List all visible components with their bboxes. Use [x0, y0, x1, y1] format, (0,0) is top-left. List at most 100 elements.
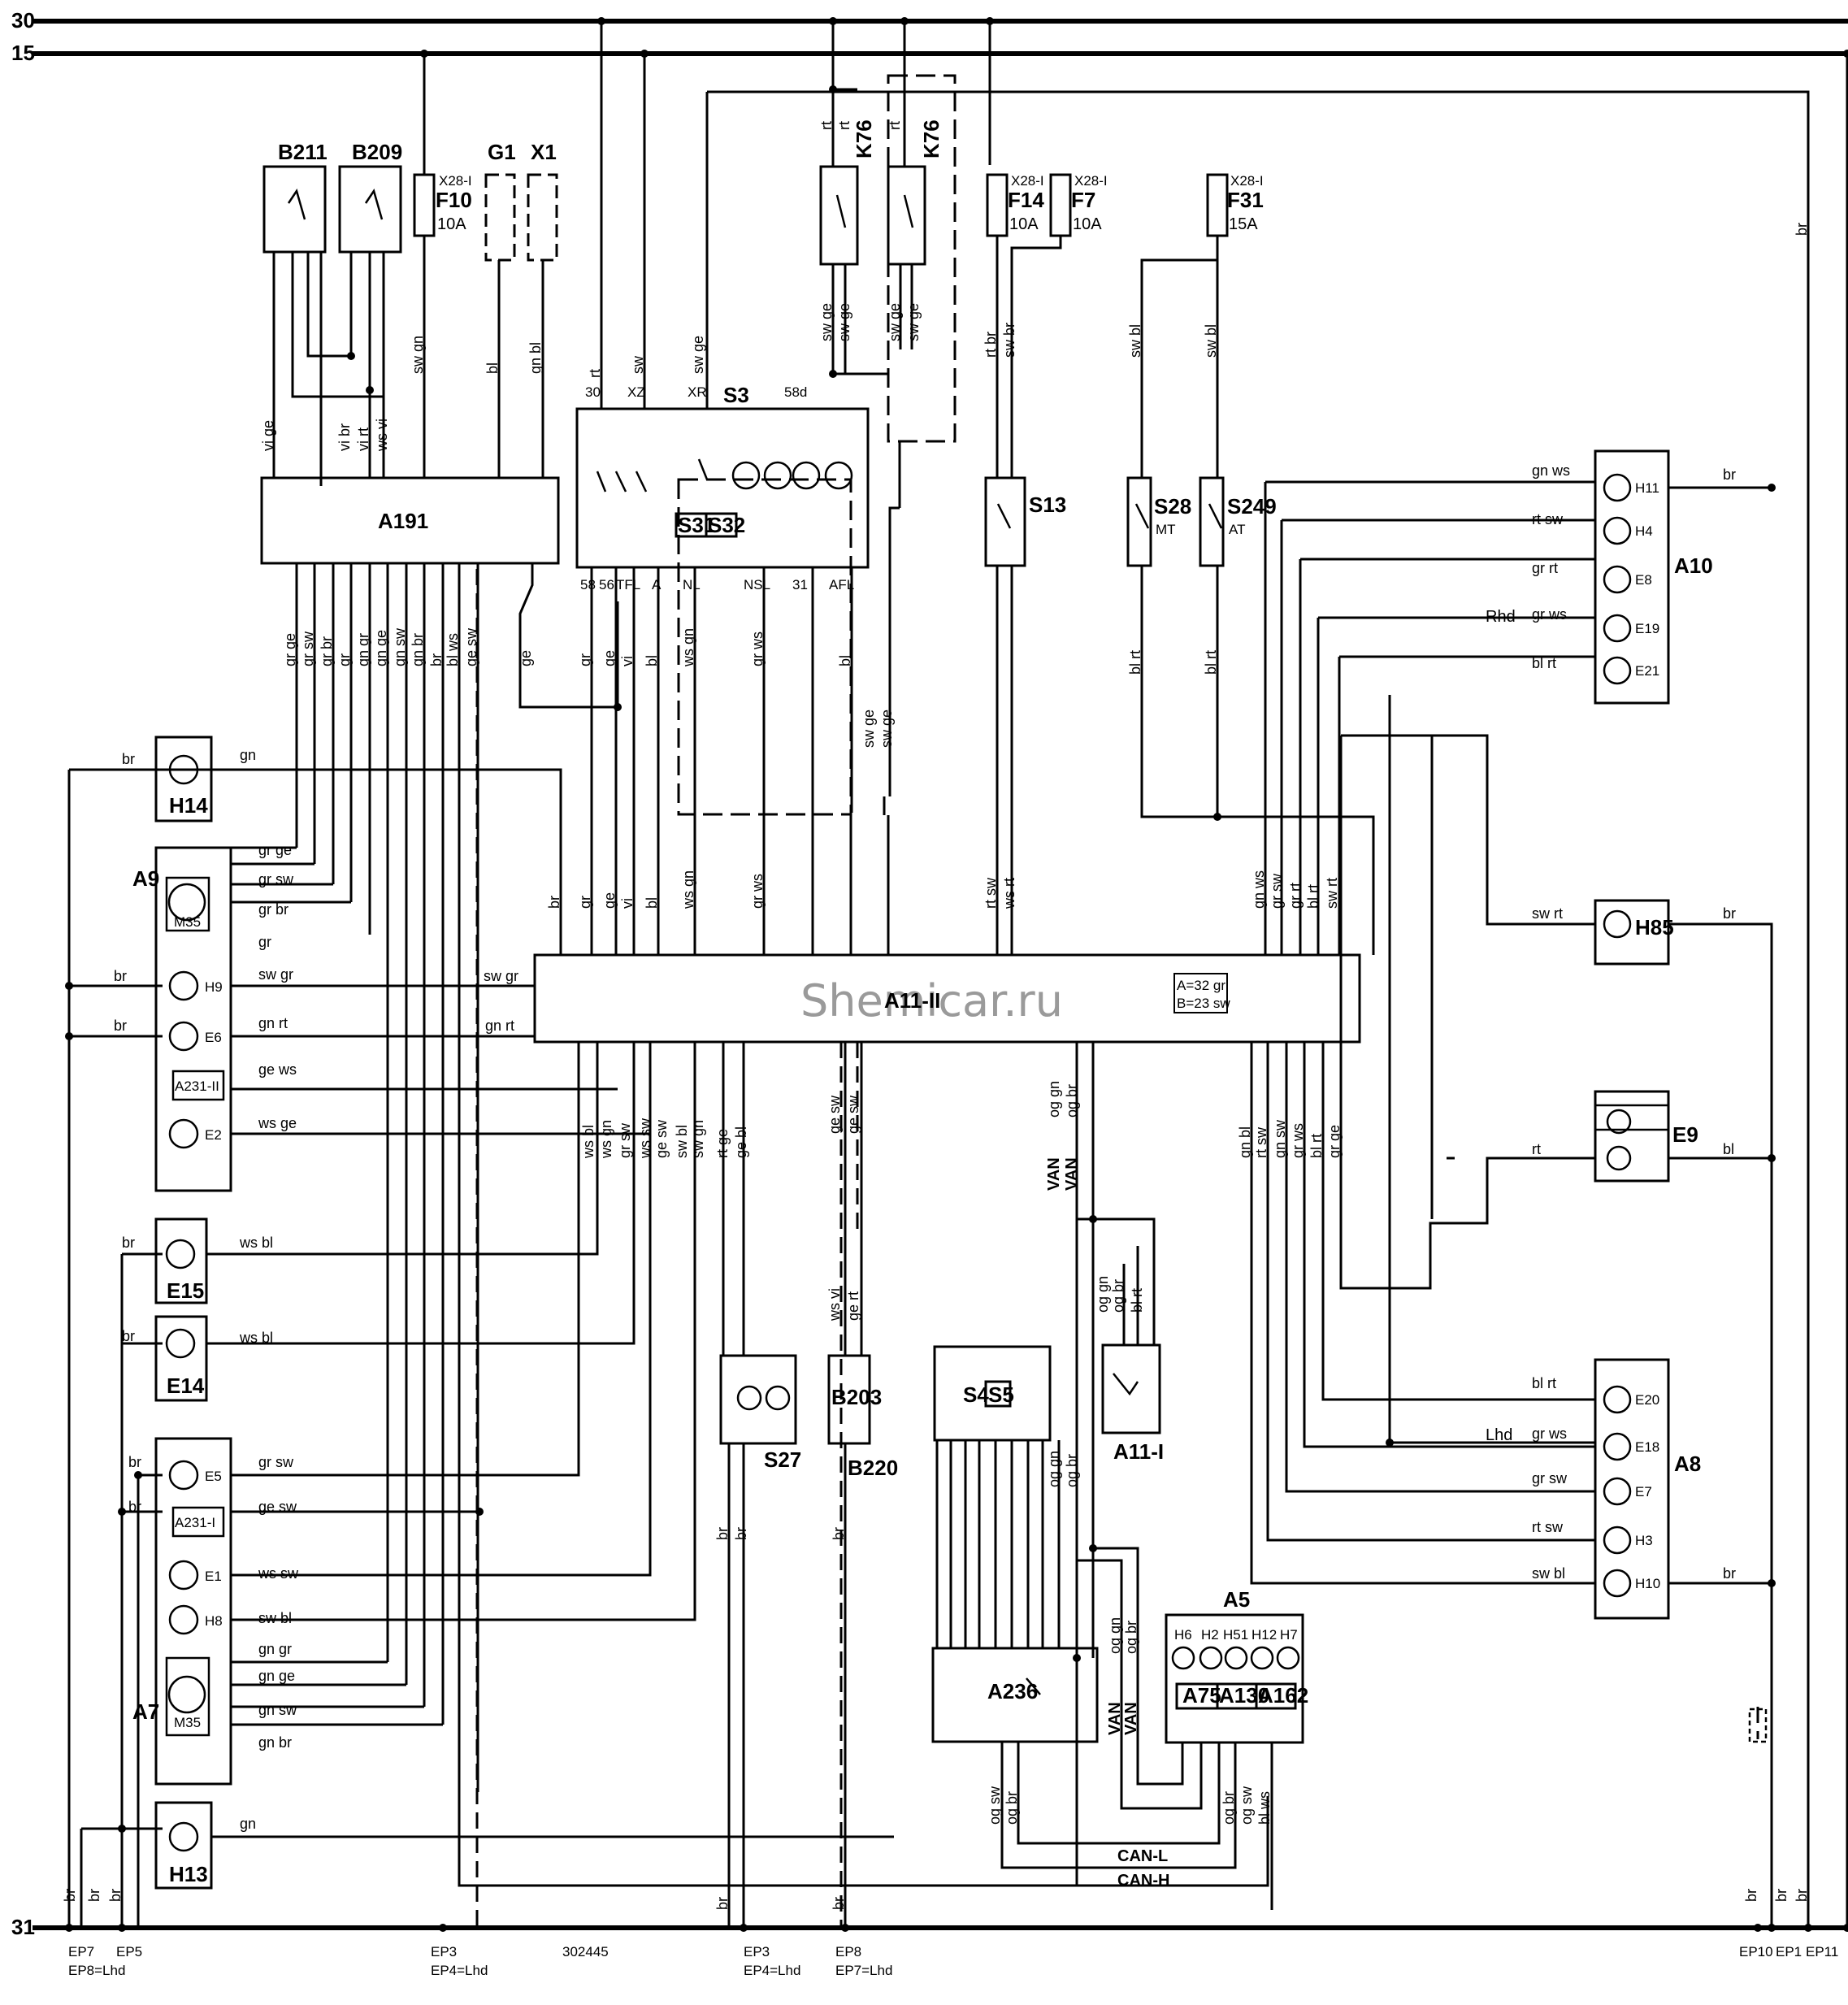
- wire-brsw-a11: br: [546, 896, 562, 909]
- a5-label: A5: [1223, 1587, 1250, 1612]
- a5-h12: H12: [1252, 1627, 1277, 1643]
- a11-i-module: [1101, 1343, 1161, 1434]
- wire-grws-s3: gr ws: [749, 631, 766, 666]
- a7-light-unit: [154, 1437, 232, 1786]
- hw-bl-e9: bl: [1723, 1141, 1734, 1157]
- wire-br-s27c: br: [714, 1897, 731, 1910]
- wire-sw-s3: sw: [630, 355, 646, 374]
- s32-label: S32: [708, 513, 745, 537]
- hw-grws-a10b: gr ws: [1532, 606, 1567, 623]
- hw-gnrt-a11: gn rt: [485, 1018, 514, 1034]
- wire-gnbl: gn bl: [527, 342, 544, 374]
- wire-rt-k76b: rt: [836, 121, 852, 130]
- wire-wsrt-a11: ws rt: [1001, 878, 1017, 909]
- a5-h2: H2: [1201, 1627, 1219, 1643]
- a130-label: A130: [1219, 1683, 1269, 1708]
- wire-ge-a191: ge: [518, 650, 534, 666]
- a236-module: [931, 1647, 1099, 1743]
- a9-e2: E2: [205, 1127, 222, 1143]
- b209-label: B209: [352, 140, 402, 164]
- e18-lamp-icon: [1603, 1432, 1632, 1461]
- s3-term-nsl: NSL: [744, 577, 770, 592]
- a10-label: A10: [1674, 553, 1713, 578]
- wire-grsw-a11r: gr sw: [1269, 873, 1285, 909]
- wire-gesw-dash1: ge sw: [826, 1095, 843, 1134]
- hw-br-h85: br: [1723, 905, 1736, 922]
- a10-e21: E21: [1635, 663, 1659, 679]
- hw-grge-a9: gr ge: [258, 842, 292, 858]
- hw-br-a7a: br: [128, 1454, 141, 1470]
- a231-ii-box: [171, 1070, 225, 1101]
- a11-legend-a: A=32 gr: [1177, 978, 1225, 993]
- can-h-label: CAN-H: [1117, 1872, 1169, 1890]
- s3-lamp-icon-1: [731, 461, 761, 490]
- a162-label: A162: [1258, 1683, 1308, 1708]
- e8-lamp-icon: [1603, 565, 1632, 594]
- van-label-1: VAN: [1045, 1157, 1063, 1191]
- f31-conn: X28-I: [1230, 173, 1264, 189]
- wire-wsgn-a11: ws gn: [680, 870, 696, 909]
- ep3-sub-2: EP4=Lhd: [744, 1963, 800, 1978]
- ep3-sub-1: EP4=Lhd: [431, 1963, 488, 1978]
- wire-blrt-s28: bl rt: [1127, 650, 1143, 675]
- horizontal-wire-labels: br gn gr ge gr sw gr br gr sw gr gn rt g…: [114, 462, 1736, 1832]
- wire-br-left2: br: [86, 1889, 102, 1902]
- hw-swgr-a11: sw gr: [484, 968, 518, 984]
- wire-gnbl-a11r: gn bl: [1237, 1126, 1253, 1158]
- g1-label: G1: [488, 140, 516, 164]
- wire-virt: vi rt: [355, 427, 371, 451]
- a5-h51: H51: [1223, 1627, 1248, 1643]
- wire-gnws-a11: gn ws: [1251, 870, 1267, 909]
- s3-lamp-icon-3: [792, 461, 821, 490]
- wire-ogbr-a11i: og br: [1110, 1279, 1126, 1313]
- hw-grsw-a9: gr sw: [258, 871, 294, 887]
- hw-wssw-a7: ws sw: [258, 1565, 299, 1582]
- wire-ogbr-a5: og br: [1221, 1791, 1237, 1825]
- s5-label-box: [984, 1380, 1012, 1408]
- k76-relay-2: [887, 165, 926, 266]
- f10-conn: X28-I: [439, 173, 472, 189]
- hw-br-e14: br: [122, 1328, 135, 1344]
- s27-switch: [719, 1354, 797, 1445]
- wire-labels: vi ge vi br vi rt ws vi sw gn bl gn bl r…: [62, 121, 1810, 1910]
- s28-switch: [1126, 476, 1152, 567]
- earth-point-labels: EP7 EP8=Lhd EP5 EP3 EP4=Lhd 302445 EP3 E…: [68, 1944, 1838, 1978]
- wire-gesw-a11b: ge sw: [653, 1119, 670, 1158]
- ep1-label: EP1: [1776, 1944, 1802, 1959]
- van-label-3: VAN: [1106, 1702, 1124, 1735]
- wire-wsbl-a11b: ws bl: [580, 1125, 596, 1159]
- wire-rt-s3: rt: [587, 369, 603, 378]
- wire-gnge-a191: gn ge: [373, 630, 389, 666]
- wire-br-b220: br: [831, 1527, 847, 1540]
- a11-ii-label: A11-II: [884, 988, 940, 1013]
- wire-br-left1: br: [62, 1889, 78, 1902]
- wire-blrt-a11i: bl rt: [1129, 1288, 1145, 1313]
- x1-connector: [527, 173, 558, 262]
- s3-term-56: 56: [599, 577, 614, 592]
- hw-gews-a9: ge ws: [258, 1061, 297, 1078]
- f10-fuse: [413, 173, 436, 237]
- wire-blws-a191: bl ws: [445, 633, 461, 666]
- wire-br-ep10: br: [1743, 1889, 1759, 1902]
- f14-name: F14: [1008, 188, 1044, 212]
- s3-lamp-icon-4: [824, 461, 853, 490]
- hw-gnrt-a10: gr rt: [1532, 560, 1558, 576]
- s3-term-afl: AFL: [829, 577, 854, 592]
- s3-lamp-icon-2: [763, 461, 792, 490]
- ep7-sub: EP8=Lhd: [68, 1963, 125, 1978]
- s3-term-xz: XZ: [627, 384, 645, 400]
- ep3-label-2: EP3: [744, 1944, 770, 1959]
- component-labels: B211 B209 G1 X1 A191 S3 S13 S28 S249 A10…: [132, 140, 1713, 1886]
- h14-lamp-icon: [168, 754, 199, 785]
- s3-term-58d: 58d: [784, 384, 807, 400]
- h85-lamp-box: [1594, 899, 1670, 966]
- wire-rt-k76a: rt: [818, 121, 835, 130]
- a11-i-label: A11-I: [1113, 1439, 1164, 1464]
- wire-swbl-a11b: sw bl: [674, 1125, 690, 1158]
- a7-e1: E1: [205, 1569, 222, 1584]
- wire-grws-a11: gr ws: [749, 874, 766, 909]
- a9-e6: E6: [205, 1030, 222, 1045]
- s4-s5-switch: [933, 1345, 1052, 1442]
- a7-m35-label: M35: [174, 1715, 201, 1730]
- h4-lamp-icon: [1603, 516, 1632, 545]
